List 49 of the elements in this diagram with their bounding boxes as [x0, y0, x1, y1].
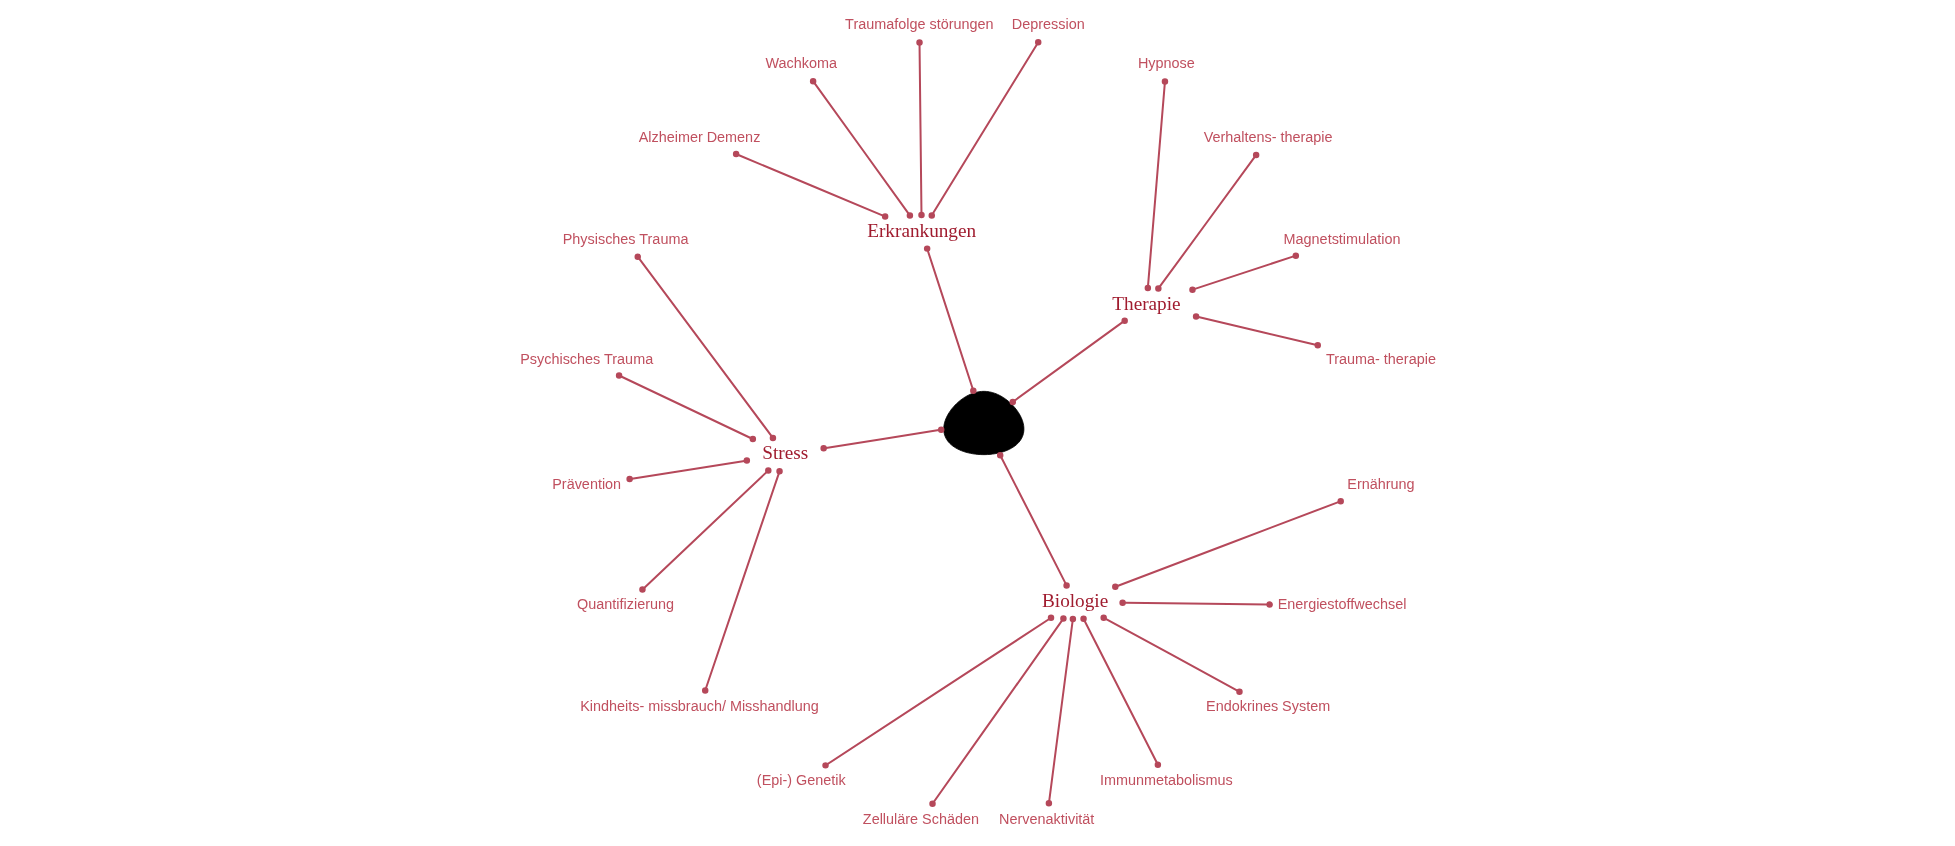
- node-text: Endokrines System: [1205, 697, 1330, 714]
- connector: [1009, 317, 1128, 406]
- connector: [1118, 599, 1273, 608]
- node-text: Physisches Trauma: [562, 230, 688, 247]
- connector: [915, 39, 925, 219]
- connector: [1144, 78, 1168, 292]
- connector: [615, 372, 756, 443]
- node-text: Quantifizierung: [576, 596, 674, 613]
- node-text: Therapie: [1111, 292, 1181, 314]
- node-text: Verhaltens- therapie: [1203, 129, 1333, 146]
- connector: [996, 451, 1070, 589]
- node-text: Alzheimer Demenz: [638, 129, 760, 146]
- connector: [625, 457, 750, 483]
- node-text: Stress: [761, 442, 808, 464]
- connector: [638, 467, 772, 593]
- connector: [1154, 151, 1259, 292]
- node-text: Psychisches Trauma: [519, 350, 653, 367]
- node-text: Erkrankungen: [866, 219, 976, 241]
- node-text: (Epi-) Genetik: [756, 771, 846, 788]
- node-text: Biologie: [1041, 590, 1108, 612]
- node-text: Prävention: [551, 476, 621, 493]
- connector: [1188, 252, 1299, 293]
- node-text: Traumafolge störungen: [844, 16, 994, 33]
- picture: [942, 390, 1024, 456]
- node-text: Depression: [1011, 16, 1085, 33]
- connector: [821, 614, 1054, 769]
- connector: [809, 77, 913, 219]
- node-text: Wachkoma: [765, 55, 837, 72]
- node-text: Magnetstimulation: [1283, 230, 1401, 247]
- node-text: Trauma- therapie: [1325, 350, 1436, 367]
- connector: [732, 150, 888, 220]
- node-text: Energiestoffwechsel: [1277, 596, 1406, 613]
- connector: [1045, 615, 1076, 807]
- connector: [701, 468, 783, 694]
- node-text: Zelluläre Schäden: [862, 810, 979, 827]
- connector: [1111, 497, 1344, 591]
- node-text: Kindheits- missbrauch/ Misshandlung: [579, 697, 819, 714]
- connector: [928, 615, 1067, 807]
- connector: [634, 253, 776, 442]
- connector: [928, 39, 1041, 219]
- node-text: Immunmetabolismus: [1099, 771, 1233, 788]
- node-text: Ernährung: [1346, 476, 1415, 493]
- connector: [819, 426, 944, 452]
- node-text: Nervenaktivität: [998, 810, 1094, 827]
- connector: [1099, 614, 1243, 695]
- node-text: Hypnose: [1137, 55, 1195, 72]
- connector: [1079, 615, 1161, 768]
- connector: [1192, 313, 1321, 349]
- connector: [923, 245, 977, 394]
